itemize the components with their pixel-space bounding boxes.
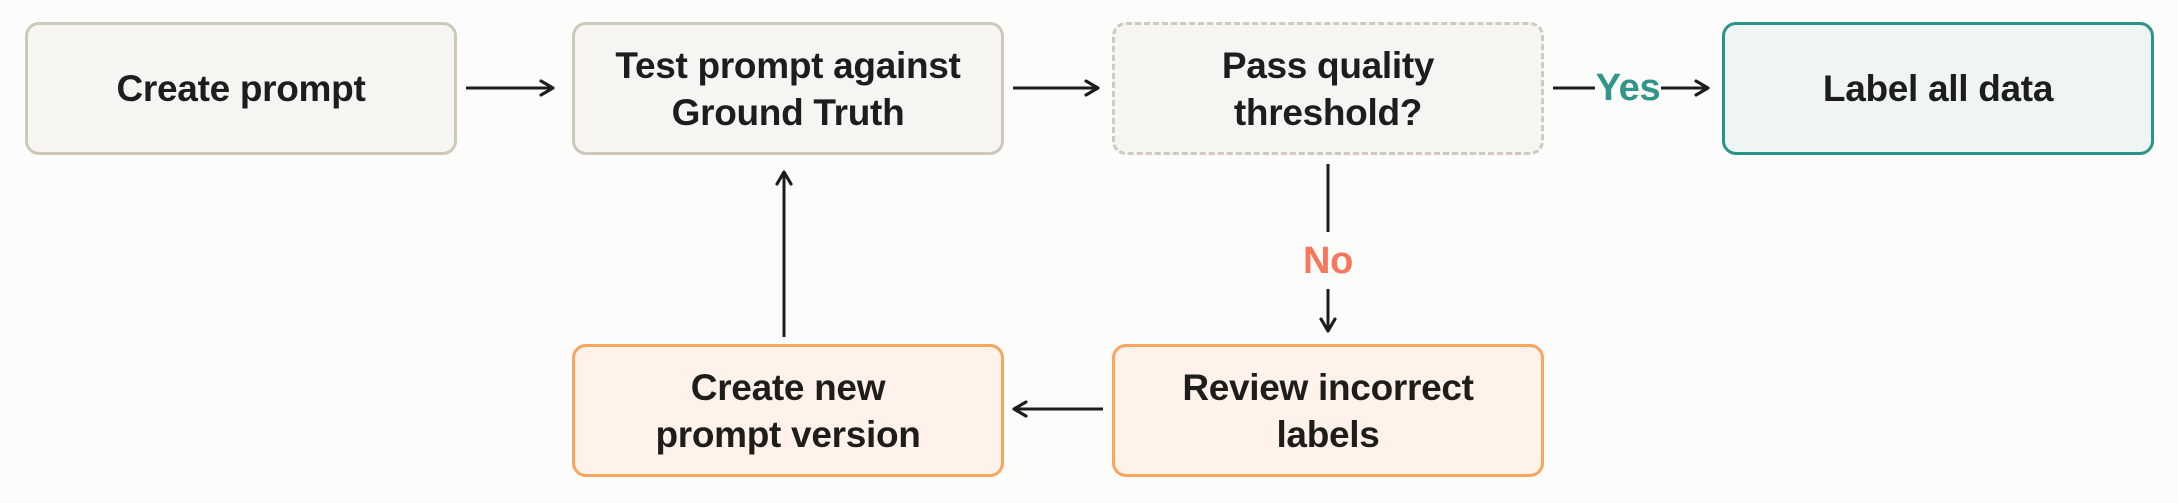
node-create-prompt: Create prompt (25, 22, 457, 155)
node-label-line: Create new (690, 366, 886, 408)
node-label-line: prompt version (655, 413, 921, 455)
node-label-line: Test prompt against (615, 44, 961, 86)
node-create-new-prompt-version: Create new prompt version (572, 344, 1004, 477)
node-label-line: Ground Truth (671, 91, 905, 133)
node-label-line: labels (1276, 413, 1380, 455)
node-label-line: threshold? (1233, 91, 1423, 133)
node-label-line: Pass quality (1221, 44, 1435, 86)
node-label-line: Review incorrect (1182, 366, 1474, 408)
node-label-all-data: Label all data (1722, 22, 2154, 155)
edge-label-yes: Yes (1595, 67, 1661, 109)
node-pass-quality-threshold: Pass quality threshold? (1112, 22, 1544, 155)
node-test-prompt-against-ground-truth: Test prompt against Ground Truth (572, 22, 1004, 155)
node-review-incorrect-labels: Review incorrect labels (1112, 344, 1544, 477)
edge-label-no: No (1302, 240, 1354, 282)
node-label-line: Create prompt (116, 68, 366, 109)
node-label-line: Label all data (1822, 68, 2054, 109)
